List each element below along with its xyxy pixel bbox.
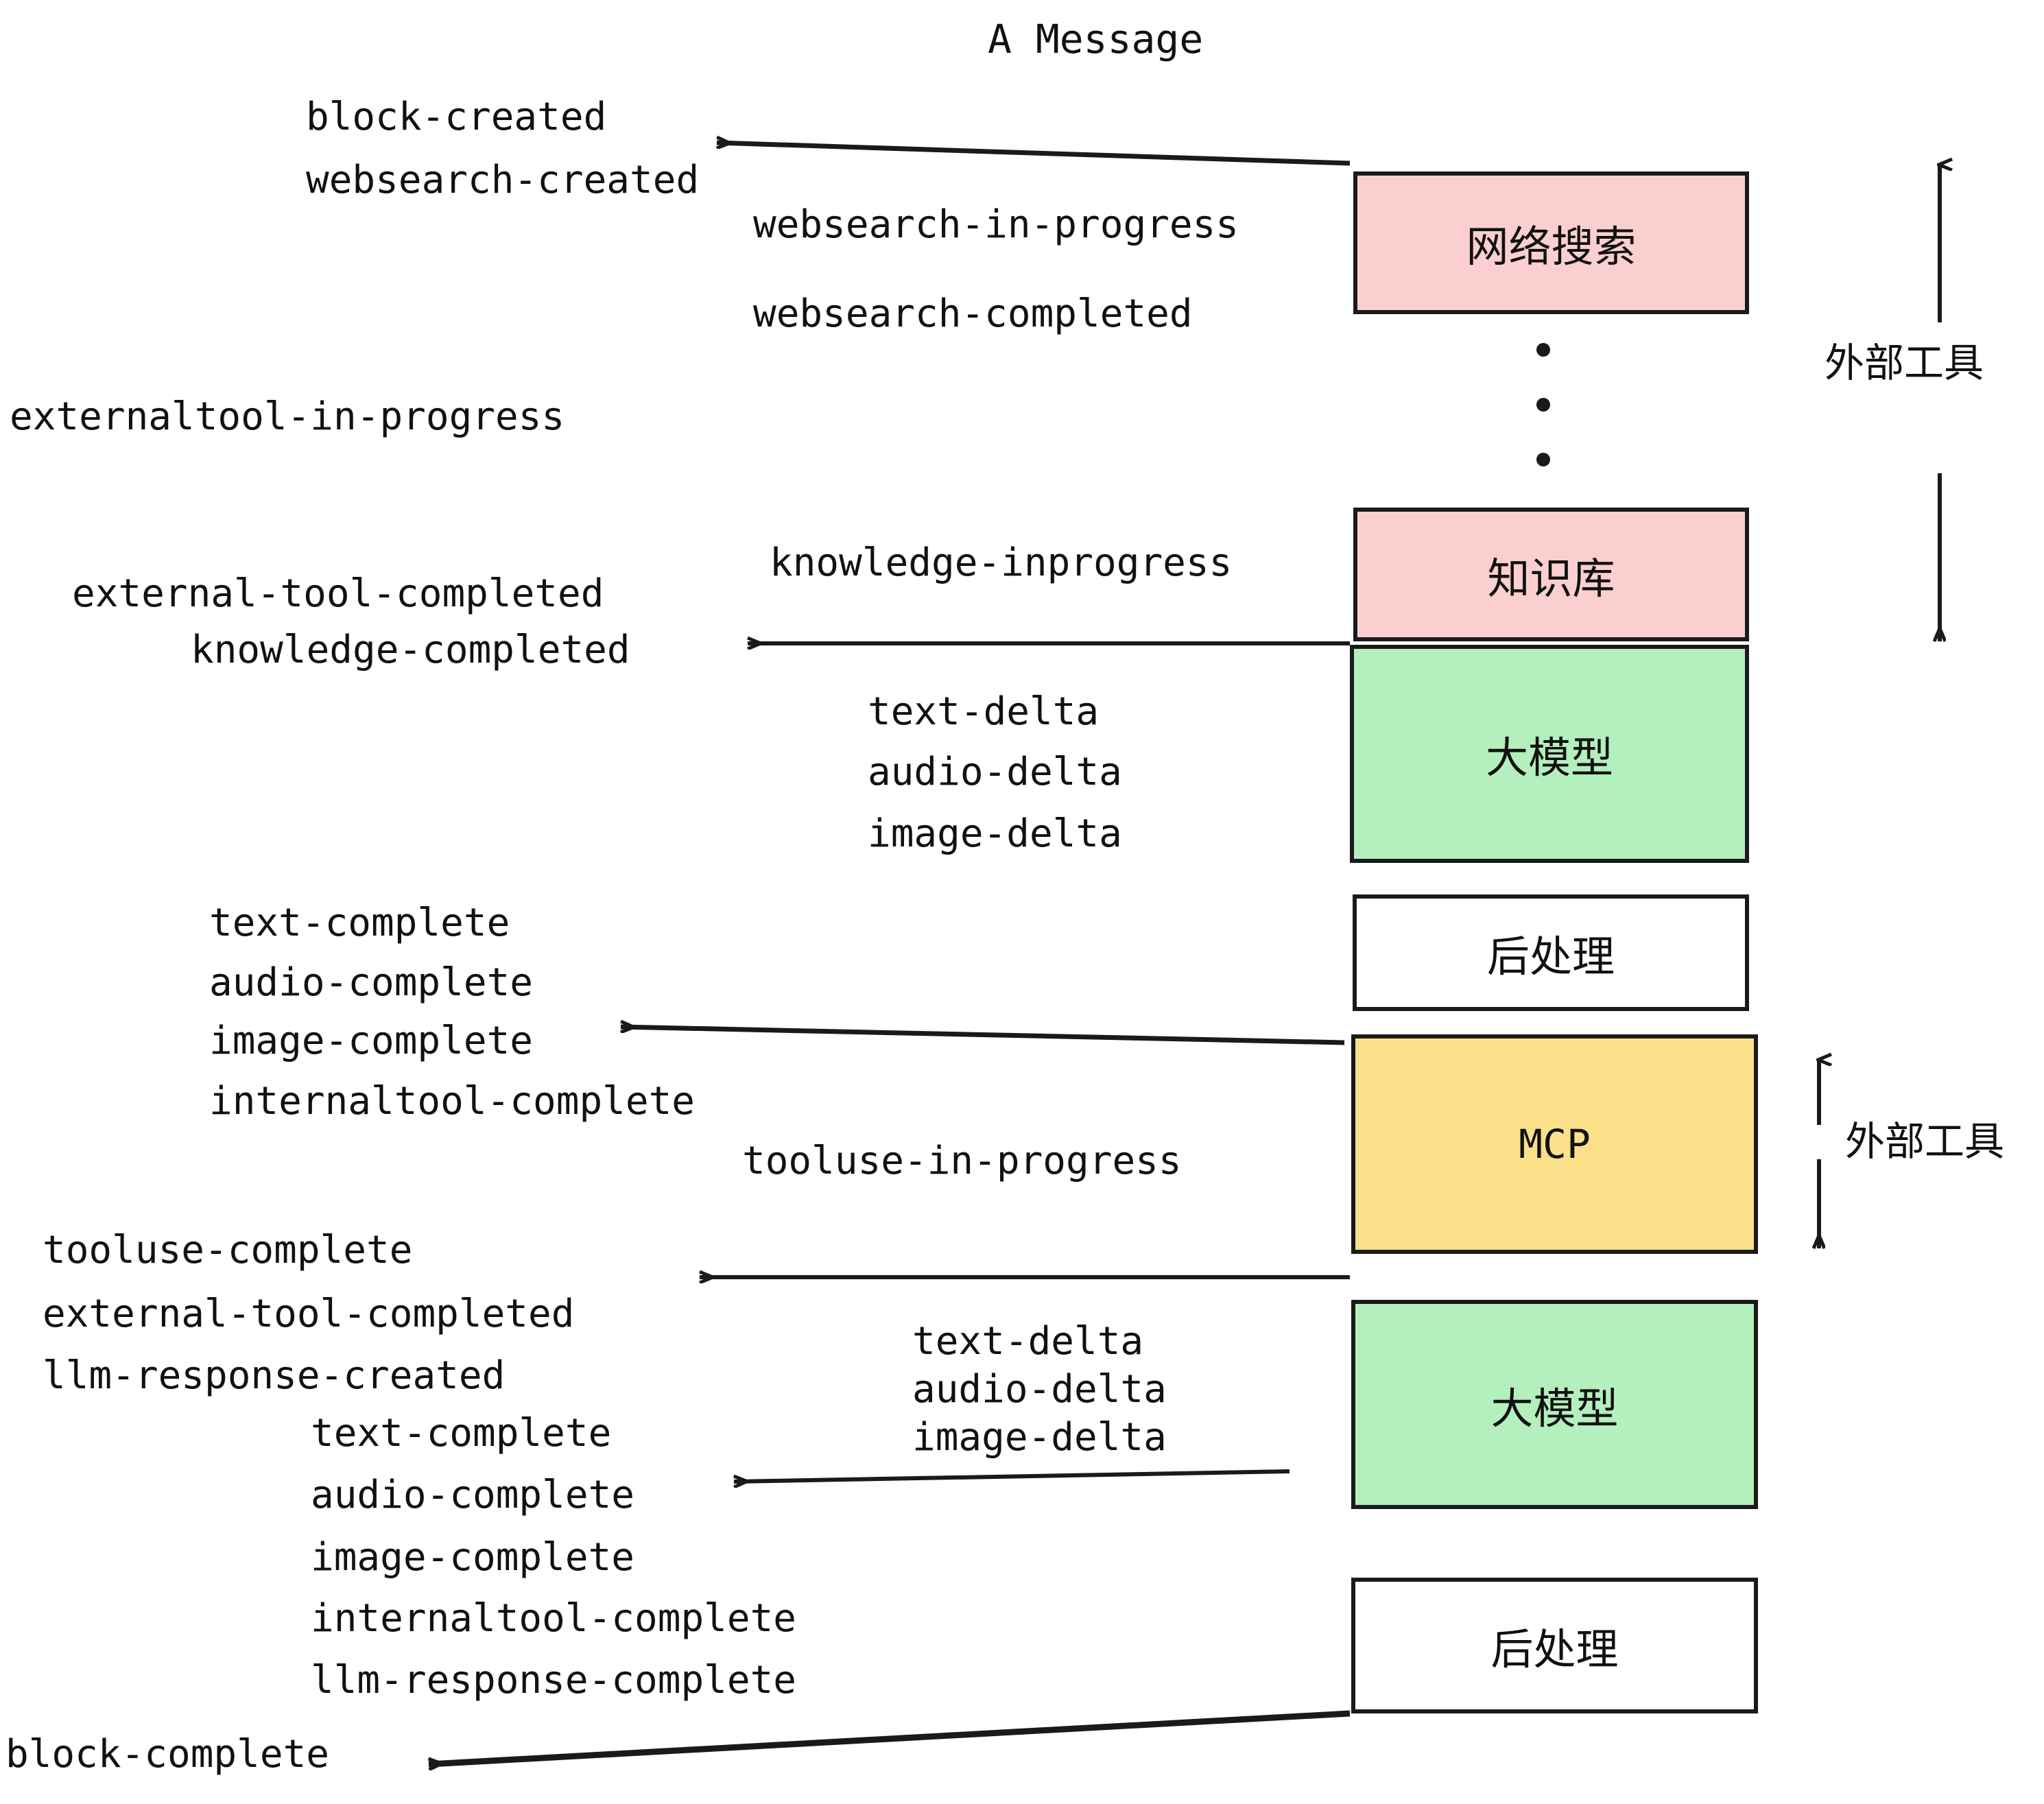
vertical-ellipsis — [1535, 343, 1552, 466]
event-audio-complete-2: audio-complete — [311, 1473, 635, 1517]
event-websearch-created: websearch-created — [306, 158, 700, 202]
event-external-tool-completed-1: external-tool-completed — [72, 571, 604, 616]
event-websearch-in-progress: websearch-in-progress — [753, 202, 1239, 247]
event-block-complete: block-complete — [5, 1732, 330, 1777]
event-text-complete-2: text-complete — [311, 1411, 612, 1456]
page-title: A Message — [988, 16, 1204, 62]
event-text-delta-1: text-delta — [868, 689, 1100, 734]
event-audio-delta-2: audio-delta — [912, 1367, 1167, 1412]
node-web-search[interactable]: 网络搜索 — [1353, 171, 1749, 314]
arrow-websearch-to-block-created — [717, 143, 1351, 166]
event-image-complete-2: image-complete — [311, 1535, 635, 1580]
event-knowledge-completed: knowledge-completed — [191, 628, 630, 672]
event-image-delta-2: image-delta — [912, 1415, 1167, 1460]
event-audio-complete-1: audio-complete — [209, 960, 534, 1005]
event-internaltool-complete-2: internaltool-complete — [311, 1596, 797, 1641]
event-audio-delta-1: audio-delta — [868, 750, 1122, 794]
event-image-delta-1: image-delta — [868, 811, 1122, 856]
event-llm-response-created: llm-response-created — [43, 1353, 506, 1398]
event-text-delta-2: text-delta — [912, 1319, 1144, 1364]
node-postprocess-1-label: 后处理 — [1486, 931, 1615, 982]
arrow-block-complete — [429, 1710, 1351, 1764]
node-llm-2[interactable]: 大模型 — [1351, 1300, 1758, 1509]
node-llm-2-label: 大模型 — [1490, 1383, 1619, 1434]
node-knowledge-base-label: 知识库 — [1487, 553, 1615, 604]
event-image-complete-1: image-complete — [209, 1019, 534, 1063]
event-websearch-completed: websearch-completed — [753, 292, 1193, 336]
event-tooluse-complete: tooluse-complete — [43, 1228, 413, 1272]
event-external-tool-completed-2: external-tool-completed — [43, 1292, 575, 1336]
node-postprocess-1[interactable]: 后处理 — [1353, 894, 1749, 1011]
side-label-external-tool-mcp: 外部工具 — [1845, 1118, 2005, 1165]
node-llm-1-label: 大模型 — [1485, 733, 1613, 783]
event-text-complete-1: text-complete — [209, 901, 510, 945]
event-block-created: block-created — [306, 95, 607, 139]
arrow-audio-complete — [734, 1469, 1290, 1482]
event-llm-response-complete: llm-response-complete — [311, 1658, 797, 1702]
node-llm-1[interactable]: 大模型 — [1350, 645, 1749, 863]
node-postprocess-2-label: 后处理 — [1490, 1624, 1619, 1674]
event-knowledge-inprogress: knowledge-inprogress — [770, 541, 1233, 585]
node-mcp[interactable]: MCP — [1351, 1034, 1758, 1254]
node-postprocess-2[interactable]: 后处理 — [1351, 1578, 1758, 1713]
node-mcp-label: MCP — [1519, 1121, 1591, 1167]
event-externaltool-in-progress: externaltool-in-progress — [10, 394, 565, 439]
side-label-external-tool-top: 外部工具 — [1825, 340, 1984, 386]
ellipsis-dot — [1536, 453, 1550, 466]
ellipsis-dot — [1536, 343, 1550, 357]
arrow-image-complete — [621, 1027, 1345, 1045]
node-web-search-label: 网络搜索 — [1466, 222, 1637, 272]
event-tooluse-in-progress: tooluse-in-progress — [742, 1139, 1182, 1183]
ellipsis-dot — [1536, 398, 1550, 412]
node-knowledge-base[interactable]: 知识库 — [1353, 508, 1749, 641]
event-internaltool-complete-1: internaltool-complete — [209, 1079, 696, 1124]
